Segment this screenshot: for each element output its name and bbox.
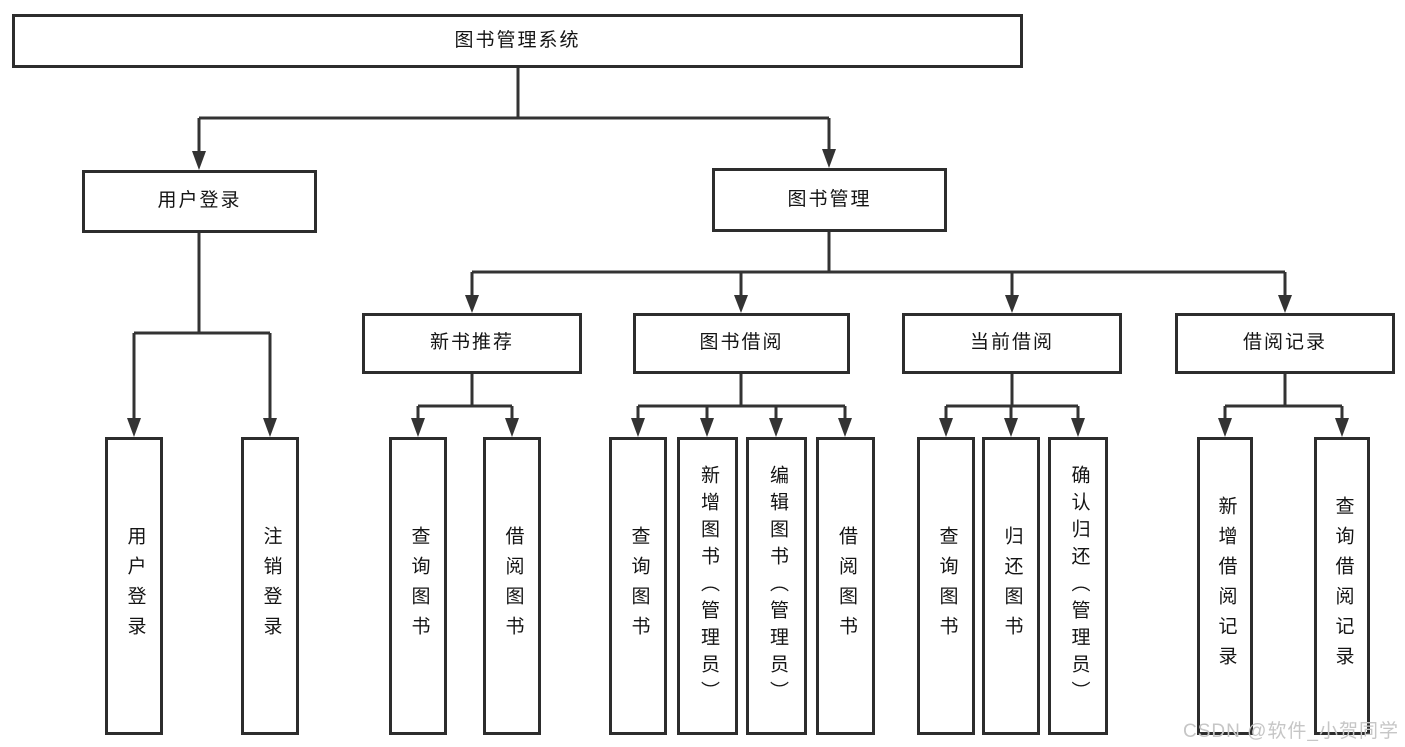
node-borrow-record: 借阅记录 [1175, 313, 1395, 374]
node-user-login: 用户登录 [82, 170, 317, 233]
leaf-br-add-record: 新增借阅记录 [1197, 437, 1253, 735]
csdn-watermark: CSDN @软件_小贺同学 [1183, 721, 1399, 742]
leaf-bb-edit-book-admin: 编辑图书（管理员） [746, 437, 807, 735]
leaf-br-query-record: 查询借阅记录 [1314, 437, 1370, 735]
leaf-user-login: 用户登录 [105, 437, 163, 735]
leaf-bb-borrow-book: 借阅图书 [816, 437, 875, 735]
node-book-borrow: 图书借阅 [633, 313, 850, 374]
leaf-logout: 注销登录 [241, 437, 299, 735]
leaf-cb-return-book: 归还图书 [982, 437, 1040, 735]
leaf-rec-borrow-book: 借阅图书 [483, 437, 541, 735]
node-library-management-system: 图书管理系统 [12, 14, 1023, 68]
leaf-cb-query-book: 查询图书 [917, 437, 975, 735]
leaf-cb-confirm-return-admin: 确认归还（管理员） [1048, 437, 1108, 735]
node-current-borrow: 当前借阅 [902, 313, 1122, 374]
arrowhead-icons [127, 149, 1349, 437]
leaf-bb-query-book: 查询图书 [609, 437, 667, 735]
node-book-management: 图书管理 [712, 168, 947, 232]
node-new-book-recommend: 新书推荐 [362, 313, 582, 374]
leaf-bb-add-book-admin: 新增图书（管理员） [677, 437, 738, 735]
leaf-rec-query-book: 查询图书 [389, 437, 447, 735]
